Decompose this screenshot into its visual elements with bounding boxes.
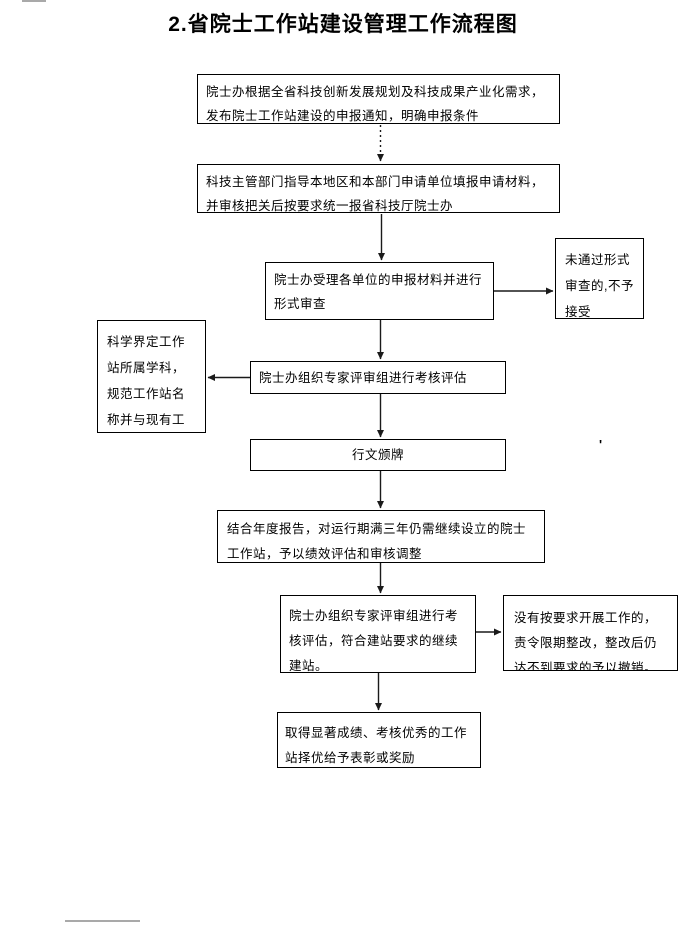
flow-node-classify: 科学界定工作站所属学科，规范工作站名称并与现有工作站排重 bbox=[97, 320, 206, 433]
flow-node-annual-review: 结合年度报告，对运行期满三年仍需继续设立的院士工作站，予以绩效评估和审核调整 bbox=[217, 510, 545, 563]
flow-node-issue-plaque: 行文颁牌 bbox=[250, 439, 506, 471]
page-edge-mark-bottom bbox=[65, 920, 140, 922]
stray-mark: ' bbox=[599, 437, 603, 452]
flow-node-reject: 未通过形式审查的,不予接受 bbox=[555, 238, 644, 319]
page-edge-mark-top bbox=[22, 0, 46, 2]
flow-node-formal-review: 院士办受理各单位的申报材料并进行形式审查 bbox=[265, 262, 494, 320]
page-title: 2.省院士工作站建设管理工作流程图 bbox=[168, 13, 518, 36]
flow-node-assessment: 院士办组织专家评审组进行考核评估，符合建站要求的继续建站。 bbox=[280, 595, 476, 673]
flow-node-fill-report: 科技主管部门指导本地区和本部门申请单位填报申请材料，并审核把关后按要求统一报省科… bbox=[197, 164, 560, 213]
flow-node-rectification: 没有按要求开展工作的，责令限期整改，整改后仍达不到要求的予以撤销。 bbox=[503, 595, 678, 671]
flow-node-notice: 院士办根据全省科技创新发展规划及科技成果产业化需求，发布院士工作站建设的申报通知… bbox=[197, 74, 560, 124]
flow-node-award: 取得显著成绩、考核优秀的工作站择优给予表彰或奖励 bbox=[277, 712, 481, 768]
flow-node-expert-evaluation: 院士办组织专家评审组进行考核评估 bbox=[250, 361, 506, 394]
